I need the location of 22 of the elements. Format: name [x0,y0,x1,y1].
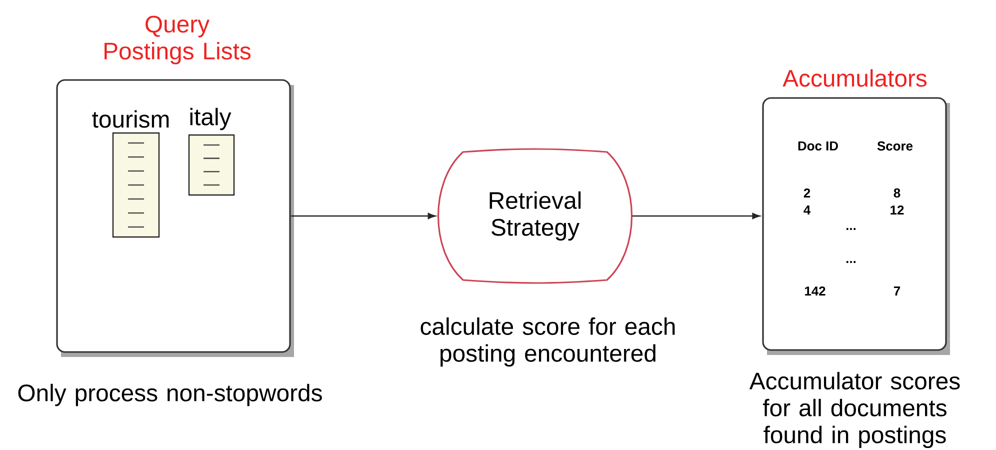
table-cell: 12 [890,205,904,215]
table-cell: ... [846,261,856,263]
postings-list: tourism [92,110,169,238]
table-cell: 8 [894,188,900,198]
postings-list: italy [188,108,235,196]
table-cell: Doc ID [798,141,838,150]
table-cell: 4 [804,206,811,214]
node-label: tourism [92,110,169,128]
table-cell: 142 [805,286,826,296]
process-box: Retrieval Strategy [437,148,633,284]
table-cell: 2 [804,188,810,198]
table-cell: Score [877,141,913,151]
node-label: Accumulators [782,69,927,87]
table-cell: ... [846,228,856,230]
arrow [290,212,436,220]
caption-text: calculate score for each posting encountered [420,317,675,367]
node-label: Query Postings Lists [104,16,251,64]
caption-text: Accumulator scores for all documents found in postings [749,372,960,448]
arrow [632,212,760,220]
caption-text: Only process non-stopwords [18,384,322,406]
node-label: italy [190,108,232,130]
table-cell: 7 [894,286,900,296]
